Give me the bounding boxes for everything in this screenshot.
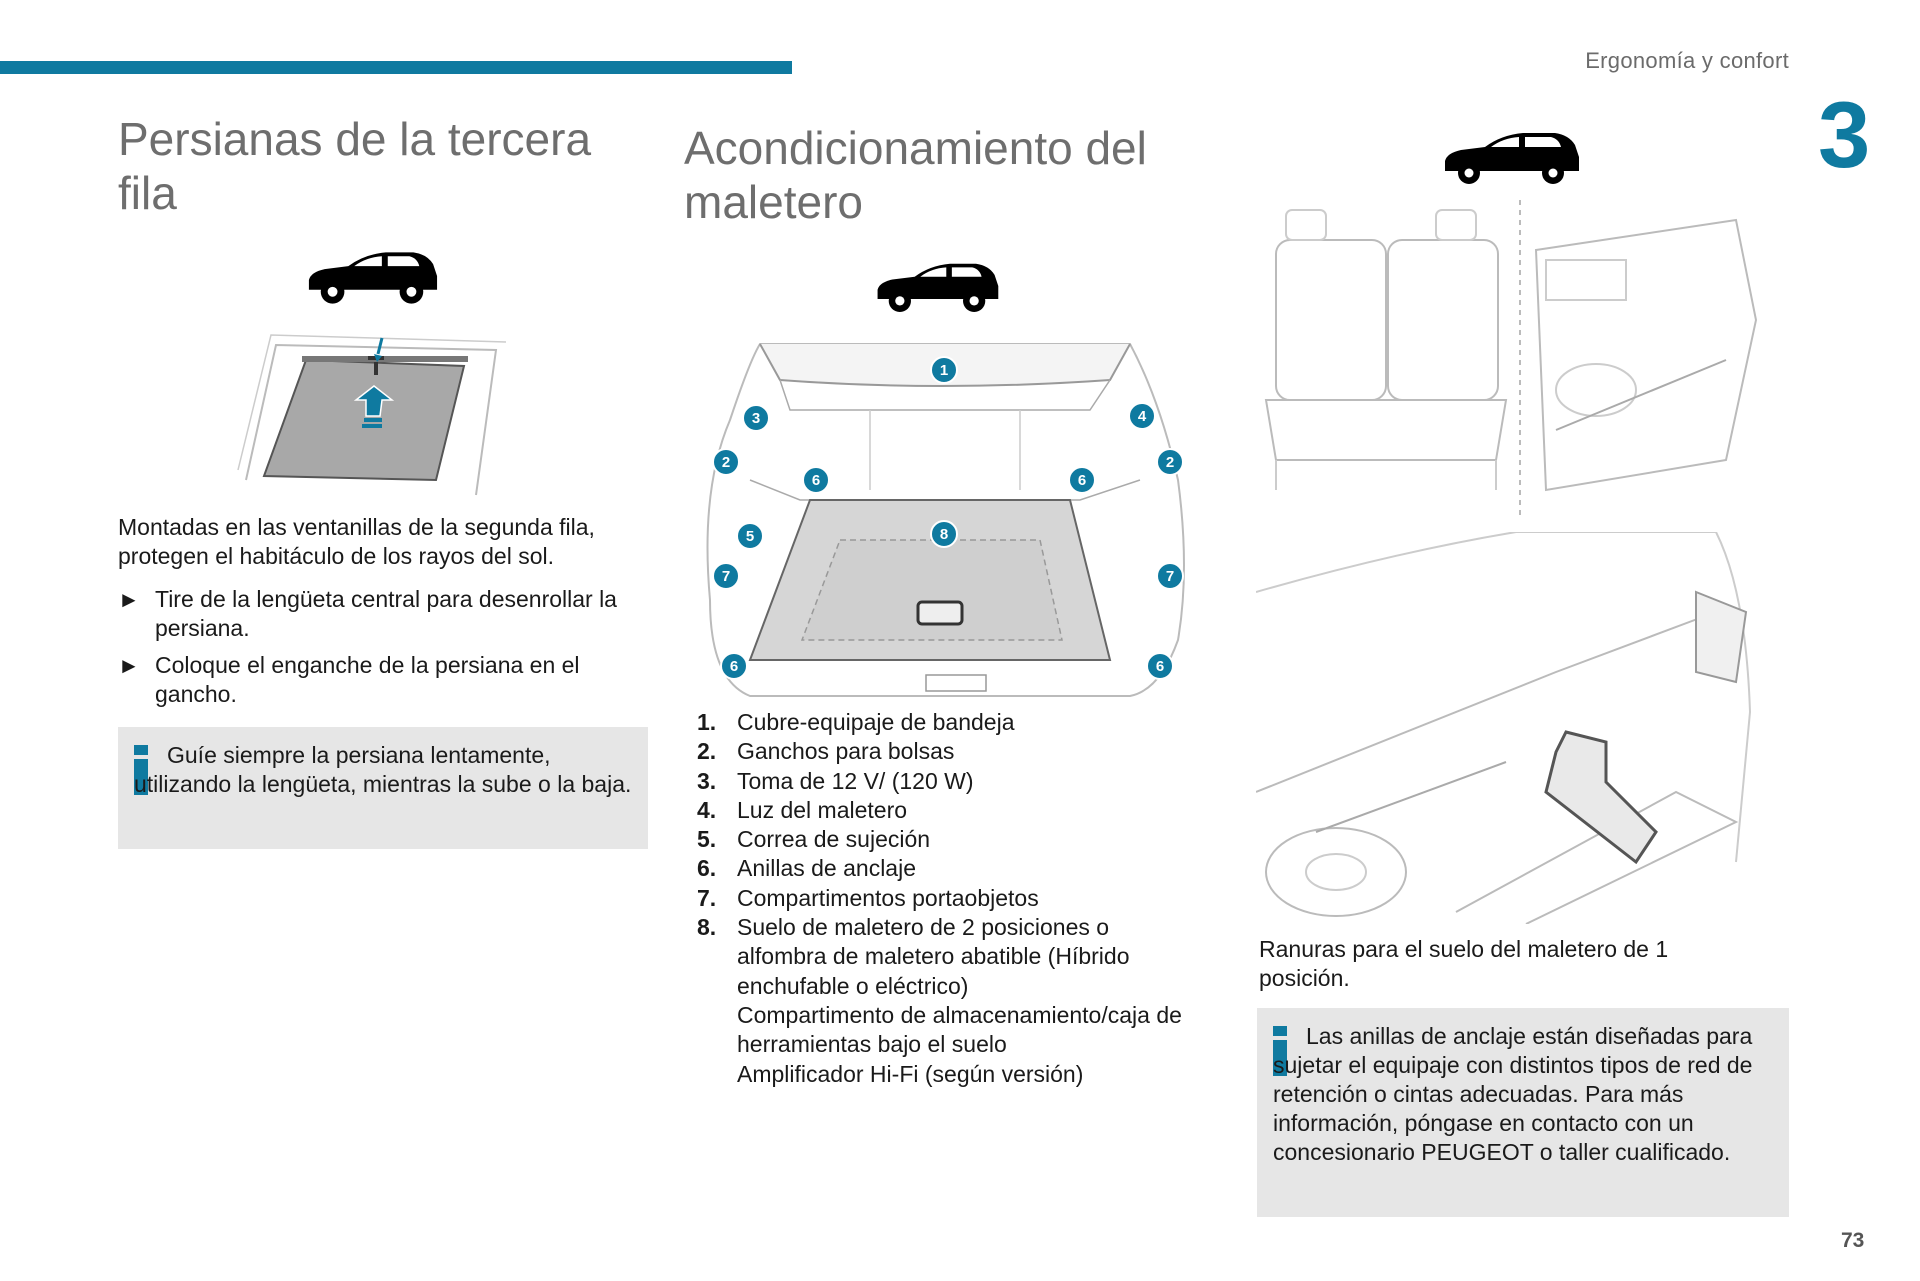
car-icon (308, 252, 438, 304)
callout-label: 4 (1138, 408, 1147, 425)
callout-label: 1 (940, 362, 948, 379)
info-icon (134, 745, 148, 795)
callout-label: 8 (940, 526, 948, 543)
callout-label: 6 (1156, 658, 1164, 675)
floor-slots-illustration (1256, 532, 1752, 924)
instruction-item: ► Tire de la lengüeta central para desen… (118, 585, 658, 643)
floor-slots-caption: Ranuras para el suelo del maletero de 1 … (1259, 936, 1669, 991)
legend-item: 5.Correa de sujeción (697, 826, 931, 853)
callout-markers (712, 356, 1184, 680)
info-icon (1273, 1026, 1287, 1076)
chapter-number: 3 (1818, 82, 1871, 187)
instruction-item: ► Coloque el enganche de la persiana en … (118, 651, 658, 709)
rear-seats-illustration (1264, 200, 1758, 520)
blinds-title: Persianas de la tercera fila (118, 113, 592, 219)
legend-item: 3.Toma de 12 V/ (120 W) (697, 767, 974, 794)
info-text: Las anillas de anclaje están diseñadas p… (1273, 1023, 1753, 1165)
callout-label: 6 (1078, 472, 1086, 489)
callout-label: 3 (752, 410, 760, 427)
callout-label: 6 (730, 658, 738, 675)
legend-item: 8.Suelo de maletero de 2 posiciones o al… (697, 913, 1197, 1089)
instruction-text: Tire de la lengüeta central para desenro… (155, 586, 617, 641)
info-note: Las anillas de anclaje están diseñadas p… (1257, 1008, 1789, 1217)
section-header: Ergonomía y confort (1585, 48, 1789, 73)
legend-item: 7.Compartimentos portaobjetos (697, 884, 1039, 911)
callout-label: 6 (812, 472, 820, 489)
trunk-title: Acondicionamiento del maletero (684, 122, 1147, 228)
blinds-instructions: ► Tire de la lengüeta central para desen… (118, 585, 658, 717)
info-note: Guíe siempre la persiana lentamente, uti… (118, 727, 648, 849)
blinds-intro: Montadas en las ventanillas de la segund… (118, 514, 595, 569)
header-accent-bar (0, 61, 792, 74)
legend-item: 6.Anillas de anclaje (697, 855, 917, 882)
callout-label: 5 (746, 528, 754, 545)
car-icon (1445, 133, 1579, 184)
callout-label: 2 (722, 454, 730, 471)
callout-label: 7 (1166, 568, 1174, 585)
bullet-arrow-icon: ► (118, 587, 140, 612)
trunk-illustration: 1 2 2 3 4 5 6 6 6 6 7 7 8 (706, 343, 1185, 697)
legend-extra: Compartimento de almacenamiento/caja de … (737, 1001, 1182, 1058)
page-number: 73 (1841, 1229, 1865, 1252)
legend-extra: Amplificador Hi-Fi (según versión) (737, 1060, 1084, 1087)
legend-item: 2.Ganchos para bolsas (697, 738, 955, 765)
legend-item: 4.Luz del maletero (697, 796, 908, 823)
legend-item: 1.Cubre-equipaje de bandeja (697, 709, 1015, 735)
instruction-text: Coloque el enganche de la persiana en el… (155, 652, 580, 707)
callout-label: 7 (722, 568, 730, 585)
bullet-arrow-icon: ► (118, 653, 140, 678)
trunk-legend: 1.Cubre-equipaje de bandeja 2.Ganchos pa… (697, 708, 1197, 1089)
car-icon (877, 263, 999, 312)
sunblind-illustration (237, 334, 506, 496)
callout-label: 2 (1166, 454, 1174, 471)
info-text: Guíe siempre la persiana lentamente, uti… (134, 742, 632, 797)
